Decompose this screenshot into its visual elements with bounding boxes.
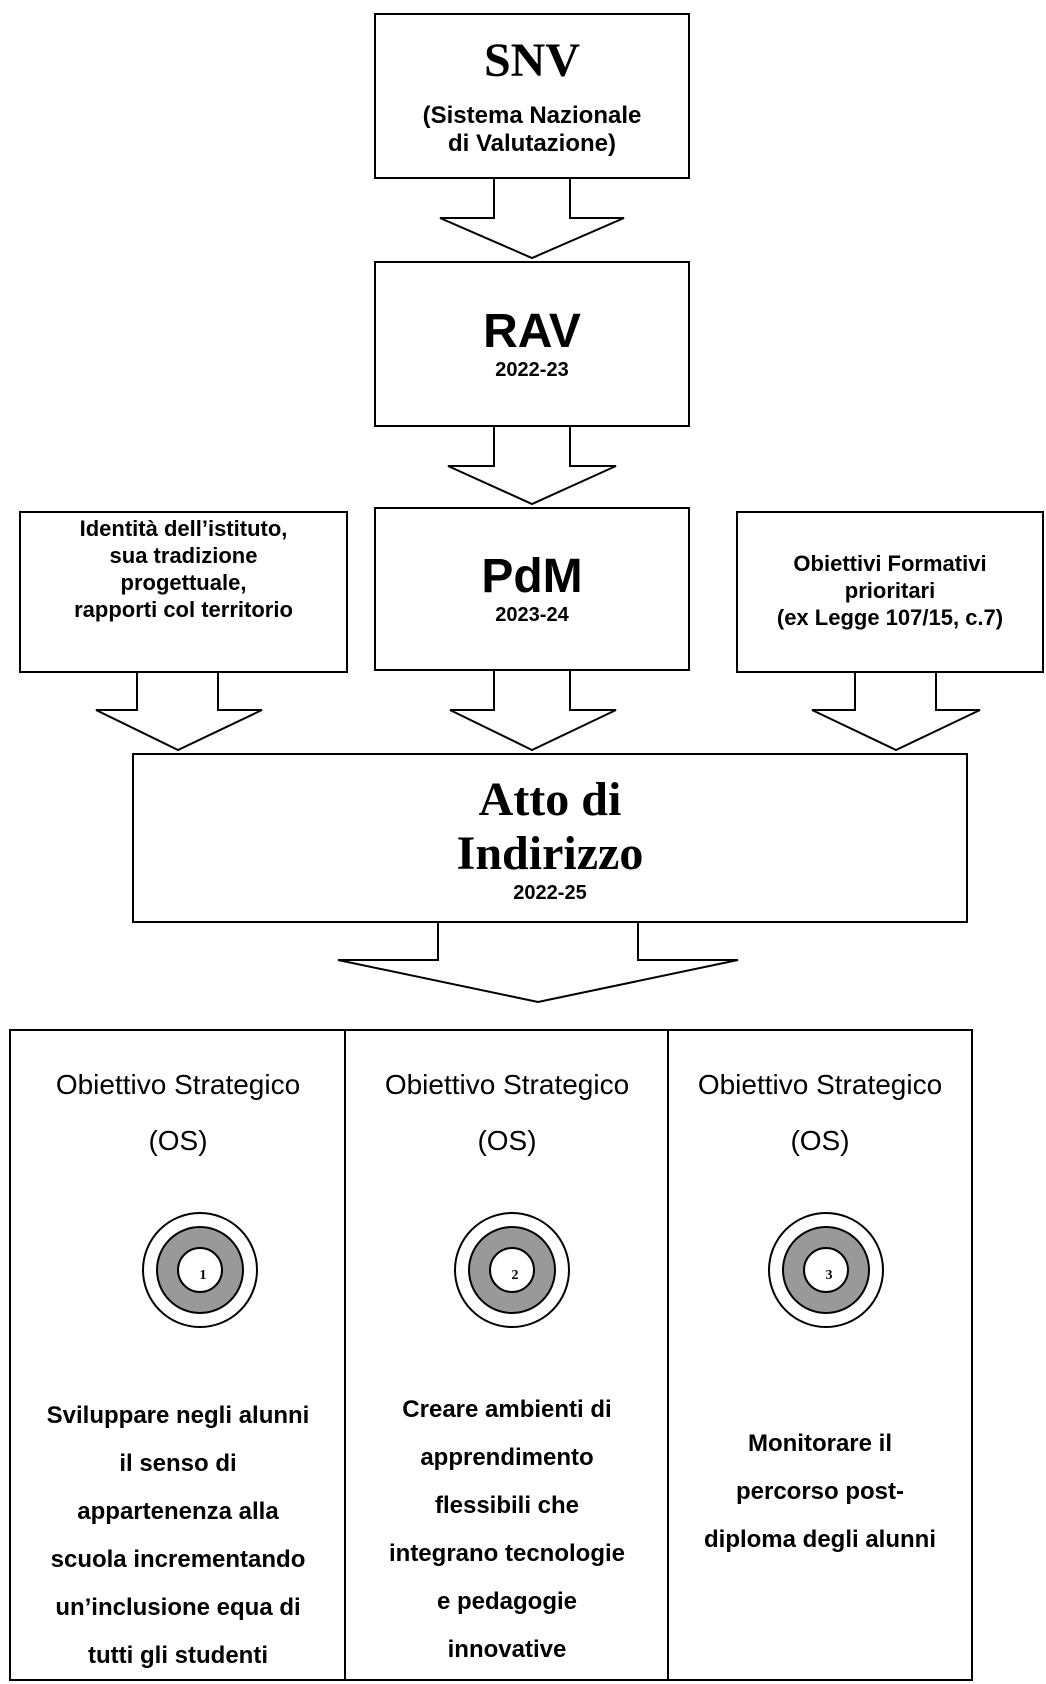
os-desc-line: diploma degli alunni	[703, 1526, 936, 1553]
arrow-snv-rav	[439, 177, 625, 260]
os-desc-line: Sviluppare negli alunni	[46, 1402, 310, 1429]
os-desc-line: apprendimento	[420, 1444, 594, 1471]
rav-title: RAV	[483, 305, 581, 358]
os-abbr: (OS)	[148, 1125, 208, 1156]
os-title: Obiettivo Strategico	[697, 1069, 943, 1100]
os-table	[9, 1029, 973, 1681]
obiettivi-line3: (ex Legge 107/15, c.7)	[776, 604, 1004, 630]
os-desc-line: tutti gli studenti	[88, 1642, 268, 1669]
atto-box	[132, 753, 968, 923]
rav-year: 2022-23	[495, 359, 569, 381]
pdm-content: PdM 2023-24	[375, 508, 689, 670]
os-title: Obiettivo Strategico	[55, 1069, 301, 1100]
os-desc-line: il senso di	[119, 1450, 237, 1477]
identity-box	[19, 511, 348, 673]
atto-line1: Atto di	[478, 773, 622, 826]
target-number-3: 3	[826, 1268, 833, 1283]
snv-box	[374, 13, 690, 179]
os-desc-line: percorso post-	[735, 1478, 905, 1505]
os-abbr: (OS)	[477, 1125, 537, 1156]
os-desc-line: Monitorare il	[747, 1430, 892, 1457]
os-desc-line: appartenenza alla	[77, 1498, 279, 1525]
arrow-atto-os	[337, 921, 739, 1004]
snv-line2: di Valutazione)	[447, 130, 617, 157]
os-desc-line: scuola incrementando	[50, 1546, 306, 1573]
os-desc-line: flessibili che	[434, 1492, 580, 1519]
obiettivi-content: Obiettivi Formativi prioritari (ex Legge…	[737, 548, 1043, 632]
identity-line4: rapporti col territorio	[74, 597, 293, 622]
os-column-2: Obiettivo Strategico (OS)	[346, 1060, 668, 1166]
os-column-3: Obiettivo Strategico (OS)	[669, 1060, 971, 1166]
snv-line1: (Sistema Nazionale	[422, 102, 642, 129]
arrow-obiettivi-atto	[811, 671, 981, 752]
arrow-pdm-atto	[449, 669, 617, 752]
os-desc-line: e pedagogie	[436, 1588, 578, 1615]
target-number-2: 2	[512, 1268, 519, 1283]
atto-line2: Indirizzo	[456, 827, 644, 880]
atto-content: Atto di Indirizzo 2022-25	[133, 762, 967, 916]
os-desc-line: integrano tecnologie	[388, 1540, 625, 1567]
os-desc-line: Creare ambienti di	[402, 1396, 612, 1423]
pdm-title: PdM	[481, 550, 583, 603]
os-desc-line: innovative	[447, 1636, 567, 1663]
pdm-box	[374, 507, 690, 671]
identity-content: Identità dell’istituto, sua tradizione p…	[20, 514, 347, 624]
identity-line3: progettuale,	[120, 570, 247, 595]
target-icon-2	[454, 1212, 570, 1328]
snv-title: SNV	[483, 34, 581, 87]
rav-box	[374, 261, 690, 427]
os-description-3: Monitorare il percorso post- diploma deg…	[669, 1420, 971, 1564]
os-description-2: Creare ambienti di apprendimento flessib…	[346, 1386, 668, 1674]
identity-line1: Identità dell’istituto,	[79, 516, 288, 541]
target-number-1: 1	[200, 1268, 207, 1283]
snv-content: SNV (Sistema Nazionale di Valutazione)	[375, 20, 689, 172]
target-icon-3	[768, 1212, 884, 1328]
target-icon-1	[142, 1212, 258, 1328]
obiettivi-line2: prioritari	[844, 577, 936, 603]
obiettivi-box	[736, 511, 1044, 673]
os-description-1: Sviluppare negli alunni il senso di appa…	[11, 1392, 345, 1680]
os-title: Obiettivo Strategico	[384, 1069, 630, 1100]
rav-content: RAV 2022-23	[375, 262, 689, 426]
os-abbr: (OS)	[790, 1125, 850, 1156]
arrow-identity-atto	[95, 671, 263, 752]
obiettivi-line1: Obiettivi Formativi	[793, 550, 987, 576]
pdm-year: 2023-24	[495, 604, 569, 626]
os-column-1: Obiettivo Strategico (OS)	[11, 1060, 345, 1166]
atto-year: 2022-25	[513, 882, 587, 904]
identity-line2: sua tradizione	[109, 543, 258, 568]
os-desc-line: un’inclusione equa di	[55, 1594, 301, 1621]
arrow-rav-pdm	[447, 425, 617, 506]
